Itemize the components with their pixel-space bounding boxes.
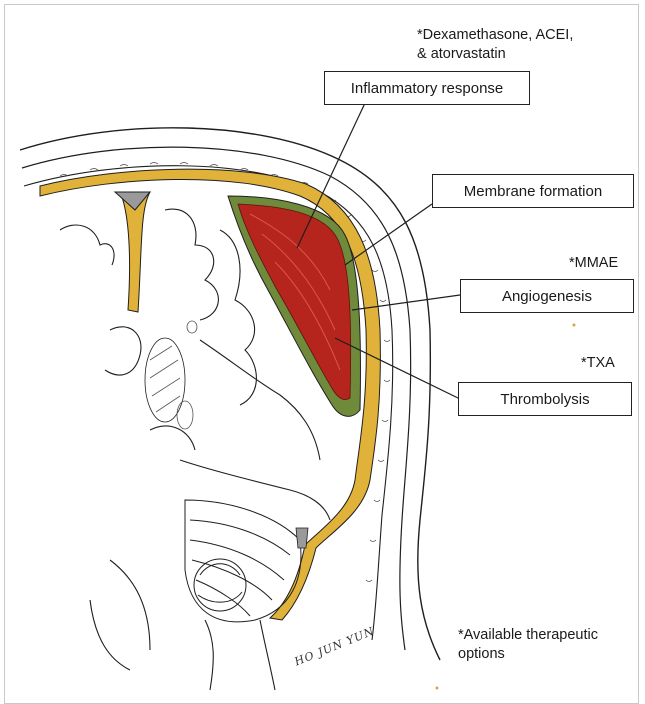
footnote-line2: options <box>458 645 598 664</box>
hematoma-clot <box>238 204 351 400</box>
ventricle-hatching <box>145 321 197 429</box>
label-membrane-formation: Membrane formation <box>432 174 634 208</box>
speck <box>436 687 439 690</box>
transverse-sinus <box>296 528 308 548</box>
footnote-line1: *Available therapeutic <box>458 626 598 645</box>
cerebellum <box>185 500 301 622</box>
therapy-dexamethasone: *Dexamethasone, ACEI, & atorvastatin <box>417 26 573 64</box>
therapy-mmae: *MMAE <box>569 254 618 273</box>
label-thrombolysis: Thrombolysis <box>458 382 632 416</box>
label-inflammatory-response: Inflammatory response <box>324 71 530 105</box>
speck <box>573 324 576 327</box>
therapy-dexamethasone-line2: & atorvastatin <box>417 45 573 64</box>
therapy-dexamethasone-line1: *Dexamethasone, ACEI, <box>417 26 573 45</box>
label-angiogenesis: Angiogenesis <box>460 279 634 313</box>
footnote: *Available therapeutic options <box>458 626 598 664</box>
brainstem <box>90 560 275 690</box>
therapy-txa: *TXA <box>581 354 615 373</box>
